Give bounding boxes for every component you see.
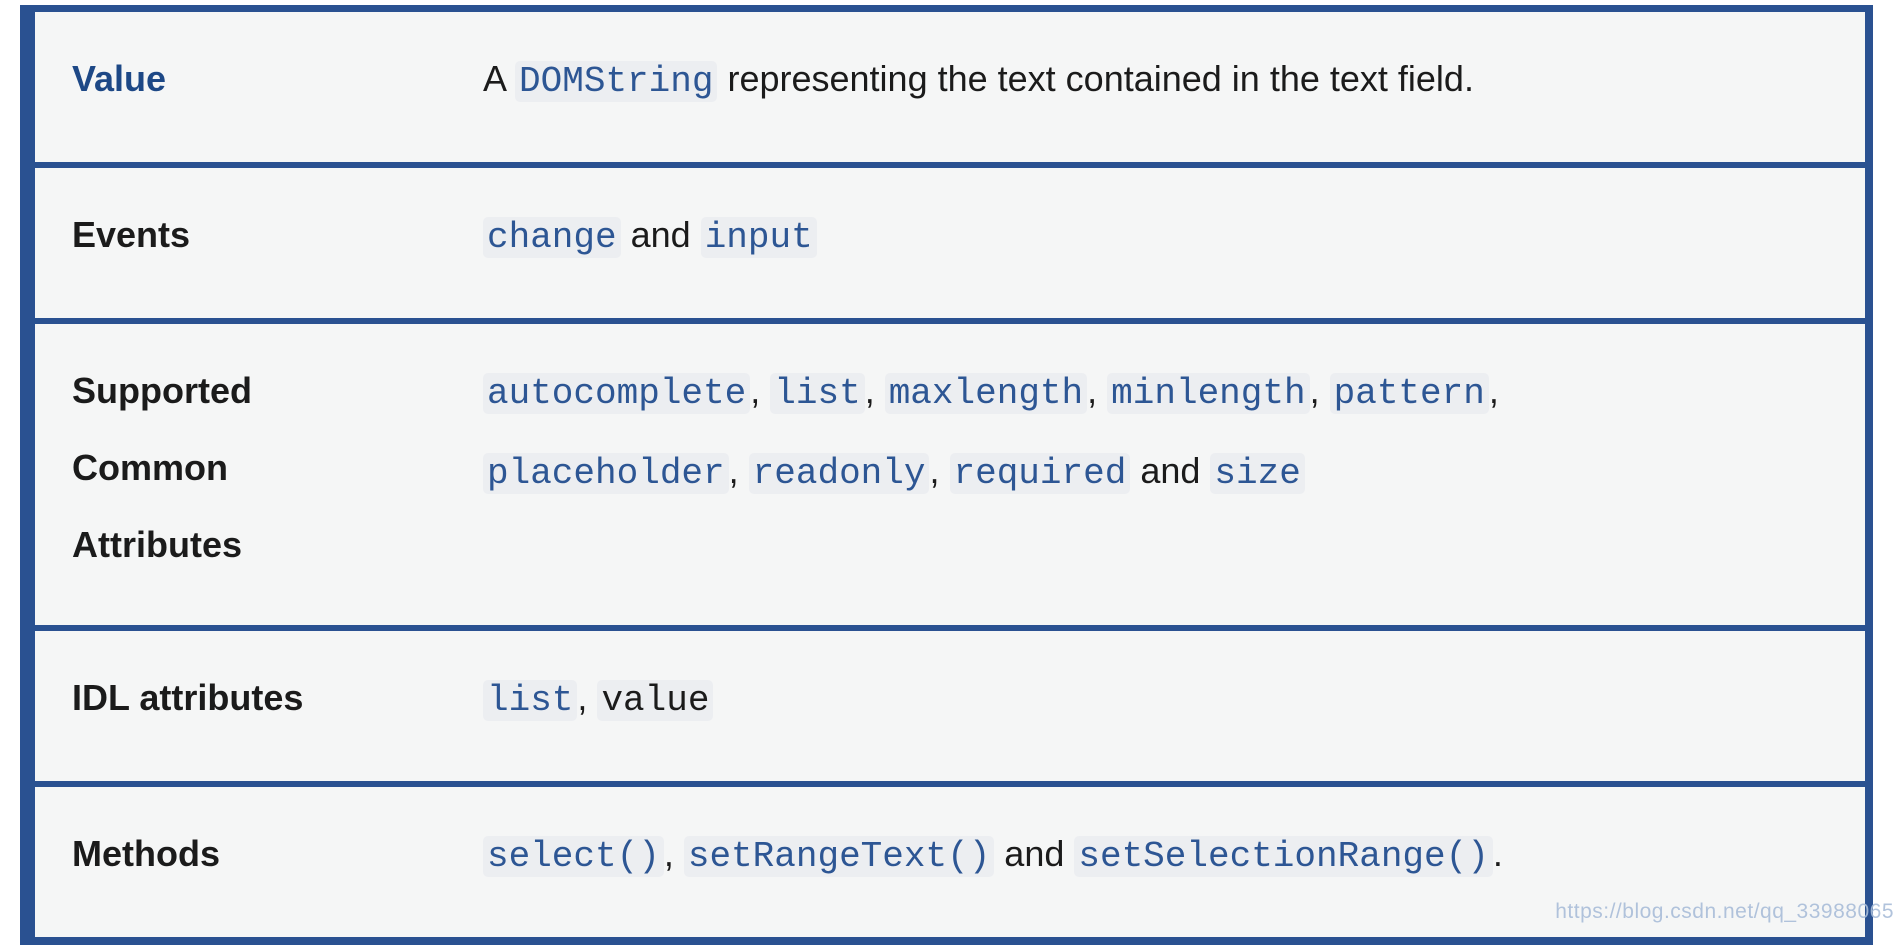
code-link-maxlength[interactable]: maxlength [884, 373, 1088, 414]
row-header-events: Events [72, 214, 191, 255]
code-link-domstring[interactable]: DOMString [515, 61, 718, 102]
row-header-value[interactable]: Value [72, 58, 167, 99]
table-row-supported-common-attributes: Supported Common Attributes autocomplete,… [35, 318, 1865, 625]
properties-table: Value A DOMString representing the text c… [20, 5, 1873, 945]
row-content-supported-common-attributes: autocomplete, list, maxlength, minlength… [435, 324, 1865, 625]
text-segment: . [1492, 833, 1503, 874]
row-content-value: A DOMString representing the text contai… [435, 12, 1865, 162]
text-segment: , [929, 450, 950, 491]
table-row-events: Events change and input [35, 162, 1865, 318]
code-link-autocomplete[interactable]: autocomplete [483, 373, 751, 414]
code-link-setrangetext[interactable]: setRangeText() [683, 836, 995, 877]
text-segment: , [864, 370, 885, 411]
table-row-methods: Methods select(), setRangeText() and setS… [35, 781, 1865, 937]
text-segment: , [728, 450, 749, 491]
code-link-setselectionrange[interactable]: setSelectionRange() [1074, 836, 1493, 877]
code-link-minlength[interactable]: minlength [1107, 373, 1310, 414]
text-segment: , [1087, 370, 1108, 411]
row-content-idl-attributes: list, value [435, 631, 1865, 781]
csdn-watermark: https://blog.csdn.net/qq_33988065 [1555, 900, 1894, 923]
text-segment: and [620, 214, 701, 255]
text-segment: , [1488, 370, 1499, 411]
code-link-placeholder[interactable]: placeholder [483, 453, 729, 494]
code-link-list[interactable]: list [770, 373, 865, 414]
text-segment: and [1130, 450, 1211, 491]
text-segment: , [663, 833, 684, 874]
code-link-list[interactable]: list [483, 680, 578, 721]
text-segment: , [750, 370, 771, 411]
text-segment: , [1309, 370, 1330, 411]
text-segment: representing the text contained in the t… [717, 58, 1474, 99]
table-row-value: Value A DOMString representing the text c… [35, 12, 1865, 162]
text-segment: A [483, 58, 516, 99]
text-segment: and [994, 833, 1075, 874]
row-content-events: change and input [435, 168, 1865, 318]
code-link-select[interactable]: select() [483, 836, 664, 877]
code-value: value [597, 680, 714, 721]
code-link-pattern[interactable]: pattern [1329, 373, 1489, 414]
row-content-methods: select(), setRangeText() and setSelectio… [435, 787, 1865, 937]
row-header-supported-common-attributes: Supported Common Attributes [72, 370, 252, 565]
code-link-size[interactable]: size [1210, 453, 1305, 494]
table-row-idl-attributes: IDL attributes list, value [35, 625, 1865, 781]
code-link-change[interactable]: change [483, 217, 621, 258]
text-segment: , [577, 677, 598, 718]
row-header-methods: Methods [72, 833, 220, 874]
code-link-required[interactable]: required [949, 453, 1131, 494]
code-link-input[interactable]: input [700, 217, 817, 258]
code-link-readonly[interactable]: readonly [748, 453, 930, 494]
row-header-idl-attributes: IDL attributes [72, 677, 304, 718]
